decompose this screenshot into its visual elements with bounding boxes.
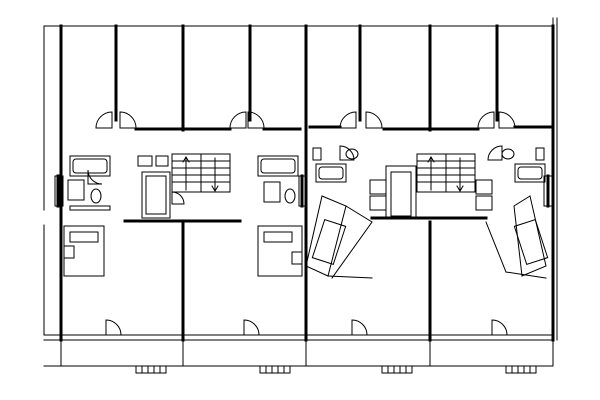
bed-icon <box>257 225 303 277</box>
facade-lines <box>43 17 558 341</box>
bedroom-unit-4 <box>485 195 549 279</box>
window-icon <box>54 175 64 207</box>
bedroom-unit-2 <box>257 225 303 277</box>
kitchen-right <box>369 165 493 219</box>
toilet-icon <box>501 148 515 160</box>
bedroom-unit-1 <box>63 225 105 277</box>
balcony-railings <box>135 365 537 374</box>
kitchen-left <box>137 155 171 219</box>
bathroom-unit-2 <box>257 155 308 207</box>
structural-walls <box>56 24 555 342</box>
staircase-left <box>171 153 231 193</box>
bathroom-unit-3 <box>312 147 359 183</box>
bed-icon <box>513 218 549 266</box>
balcony <box>43 339 554 367</box>
window-icon <box>543 175 553 207</box>
bed-icon <box>311 218 347 266</box>
toilet-icon <box>90 188 102 204</box>
door-swings <box>87 111 516 336</box>
toilet-icon <box>284 188 296 204</box>
toilet-icon <box>345 148 359 160</box>
bedroom-unit-3 <box>305 195 373 279</box>
staircase-right <box>416 153 476 193</box>
window-icon <box>298 175 308 207</box>
bathroom-unit-1 <box>54 155 111 211</box>
